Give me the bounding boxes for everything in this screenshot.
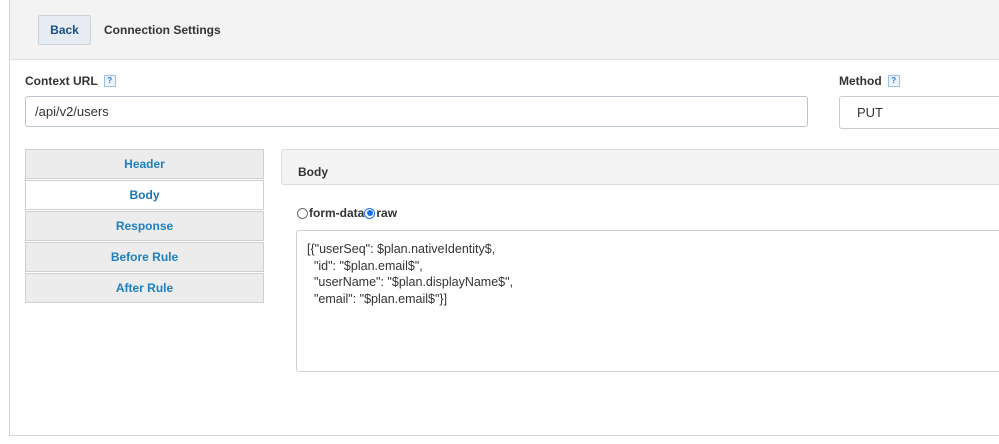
body-type-options: form-data raw <box>297 206 397 220</box>
context-url-label-text: Context URL <box>25 74 98 88</box>
method-label: Method ? <box>839 74 900 88</box>
method-select[interactable]: PUT <box>839 96 999 129</box>
top-toolbar <box>10 0 999 60</box>
method-select-value: PUT <box>857 105 883 120</box>
help-icon[interactable]: ? <box>103 75 116 87</box>
help-icon[interactable]: ? <box>887 75 900 87</box>
tab-header[interactable]: Header <box>25 149 264 179</box>
back-button[interactable]: Back <box>38 15 91 45</box>
tab-response[interactable]: Response <box>25 211 264 241</box>
context-url-input[interactable] <box>25 96 808 127</box>
raw-label[interactable]: raw <box>376 206 398 220</box>
tab-body[interactable]: Body <box>25 180 264 210</box>
form-data-label[interactable]: form-data <box>309 206 365 220</box>
body-textarea[interactable]: [{"userSeq": $plan.nativeIdentity$, "id"… <box>296 230 999 372</box>
settings-frame <box>9 0 999 436</box>
raw-radio[interactable] <box>364 207 376 219</box>
form-data-radio[interactable] <box>297 207 308 219</box>
body-panel-header: Body <box>281 149 999 185</box>
context-url-label: Context URL ? <box>25 74 116 88</box>
tab-before-rule[interactable]: Before Rule <box>25 242 264 272</box>
tab-after-rule[interactable]: After Rule <box>25 273 264 303</box>
page-title: Connection Settings <box>104 23 221 37</box>
panel-title: Body <box>298 165 328 179</box>
method-label-text: Method <box>839 74 882 88</box>
